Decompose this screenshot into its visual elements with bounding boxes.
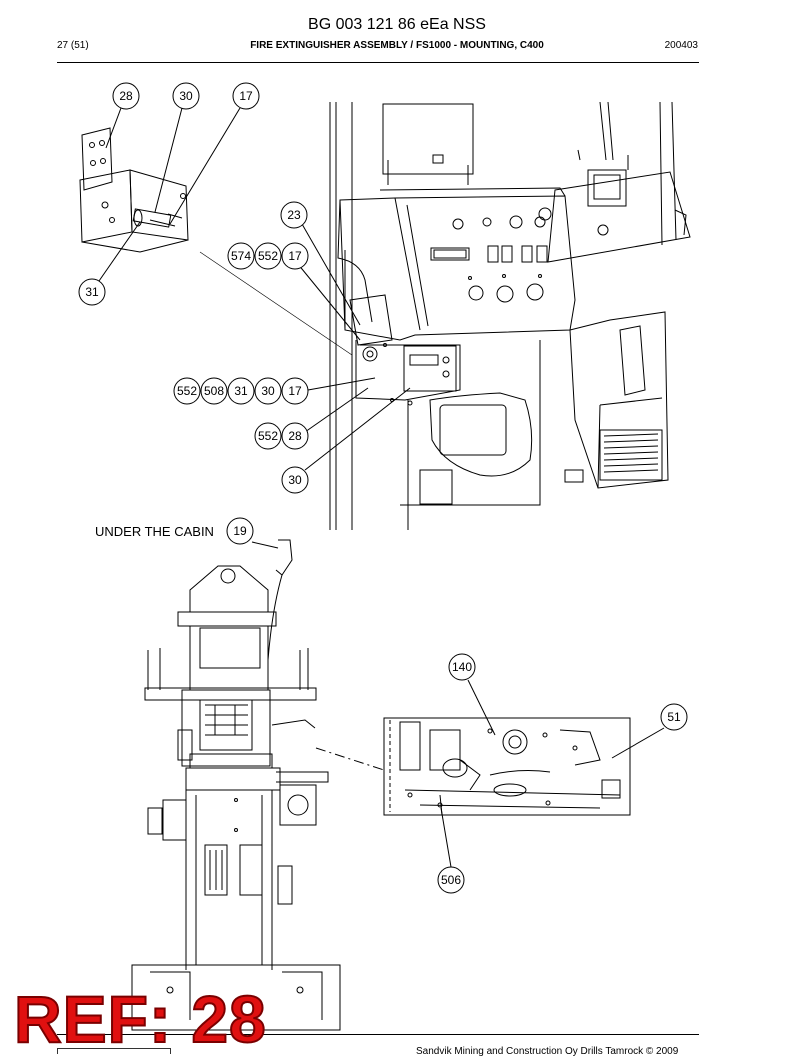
callout-31-top: 31 <box>85 285 99 299</box>
callout-17-top: 17 <box>239 89 253 103</box>
callout-19: 19 <box>233 524 247 538</box>
bracket-detail <box>79 127 189 253</box>
callout-circles <box>78 82 688 894</box>
callout-28-row3: 28 <box>288 429 302 443</box>
under-cabin-label: UNDER THE CABIN <box>95 524 214 539</box>
cabin-drawing <box>329 101 691 530</box>
reference-line <box>199 251 353 356</box>
section-title: FIRE EXTINGUISHER ASSEMBLY / FS1000 - MO… <box>250 40 544 51</box>
header-rule <box>57 62 699 63</box>
callout-506: 506 <box>441 873 461 887</box>
callout-31-row2: 31 <box>234 384 248 398</box>
callout-552-row2: 552 <box>177 384 197 398</box>
callout-30-bottom: 30 <box>288 473 302 487</box>
chassis-drawing <box>131 539 341 1031</box>
callout-140: 140 <box>452 660 472 674</box>
callout-30-row2: 30 <box>261 384 275 398</box>
callout-508: 508 <box>204 384 224 398</box>
callout-51: 51 <box>667 710 681 724</box>
leader-lines <box>98 107 665 868</box>
callout-552-row1: 552 <box>258 249 278 263</box>
logo-mark <box>57 1048 171 1054</box>
callout-30-top: 30 <box>179 89 193 103</box>
footer-copyright: Sandvik Mining and Construction Oy Drill… <box>416 1046 679 1057</box>
callout-17-row2: 17 <box>288 384 302 398</box>
document-title: BG 003 121 86 eEa NSS <box>308 16 486 33</box>
callout-23: 23 <box>287 208 301 222</box>
document-date: 200403 <box>664 40 698 51</box>
footer-rule <box>57 1034 699 1035</box>
engine-detail <box>383 717 631 816</box>
callout-552-row3: 552 <box>258 429 278 443</box>
callout-574: 574 <box>231 249 251 263</box>
link-line <box>315 747 385 771</box>
callout-17-row1: 17 <box>288 249 302 263</box>
callout-28-top: 28 <box>119 89 133 103</box>
ref-stamp: REF: 28 <box>13 982 267 1056</box>
page-number: 27 (51) <box>57 40 89 51</box>
